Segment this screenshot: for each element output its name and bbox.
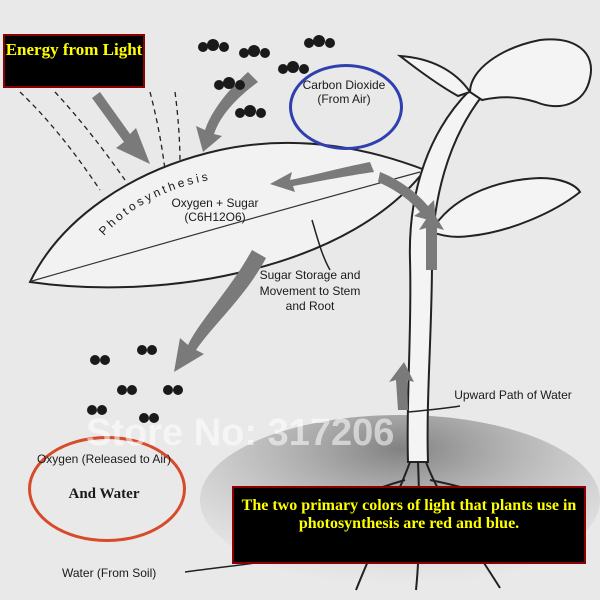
sugar-storage-label: Sugar Storage and Movement to Stem and R… [250,268,370,315]
right-leaf [432,178,580,237]
and-water-label: And Water [33,486,175,503]
top-leaf [470,39,591,106]
carbon-dioxide-label: Carbon Dioxide (From Air) [294,78,394,107]
water-from-soil-label: Water (From Soil) [62,566,182,580]
store-watermark: Store No: 317206 [86,412,526,455]
upward-path-label: Upward Path of Water [448,388,578,402]
left-sprout [400,56,470,96]
light-arrow [92,92,150,164]
light-colors-note: The two primary colors of light that pla… [232,486,586,564]
energy-from-light-label: Energy from Light [3,34,145,88]
oxygen-sugar-label: Oxygen + Sugar (C6H12O6) [150,196,280,225]
stem [408,90,482,462]
co2-circle [289,64,403,150]
